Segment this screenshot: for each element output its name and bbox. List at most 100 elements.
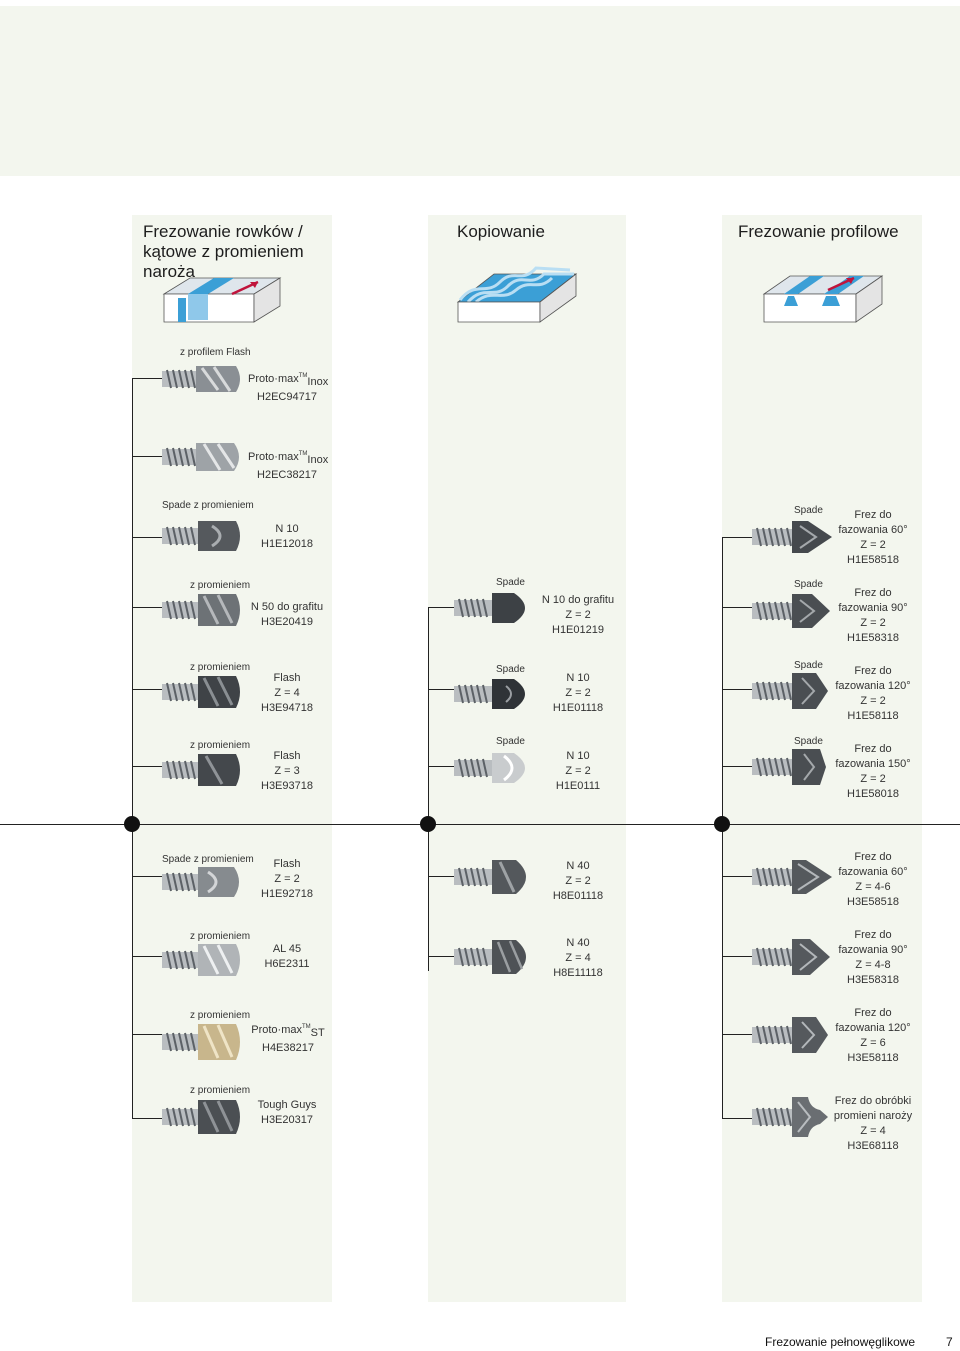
tick (132, 876, 162, 877)
tick (132, 1034, 162, 1035)
footer-section-title: Frezowanie pełnowęglikowe (765, 1335, 916, 1349)
cutter-image-h1e01118 (454, 679, 525, 709)
cutter-info-h3e58318: Frez do fazowania 90° Z = 4-8 H3E58318 (838, 929, 908, 986)
tick (132, 378, 162, 379)
cutter-image-h1e0111 (454, 753, 525, 783)
tick (722, 537, 752, 538)
cutter-info-h3e20317: Tough Guys H3E20317 (257, 1099, 317, 1126)
tick (722, 1118, 752, 1119)
tick (428, 876, 454, 877)
cutter-image-h3e20419 (162, 594, 240, 626)
tick (132, 1118, 162, 1119)
column-title-grooving: Frezowanie rowków / kątowe z promieniem … (143, 222, 304, 281)
cutter-info-h1e01219: N 10 do grafitu Z = 2 H1E01219 (541, 594, 615, 636)
cutter-image-h1e58318 (752, 594, 830, 628)
cutter-info-h1e92718: Flash Z = 2 H1E92718 (261, 858, 313, 900)
cutter-tag: z promieniem (190, 1085, 251, 1096)
main-divider-line (0, 824, 960, 825)
cutter-image-h2ec94717 (162, 366, 240, 392)
page-number: 7 (946, 1335, 953, 1349)
cutter-image-h1e58518 (752, 521, 832, 553)
cutter-tag: Spade (794, 660, 823, 671)
cutter-info-h3e58118: Frez do fazowania 120° Z = 6 H3E58118 (835, 1007, 911, 1064)
cutter-info-h3e93718: Flash Z = 3 H3E93718 (261, 750, 313, 792)
cutter-image-h6e2311 (162, 944, 240, 976)
cutter-info-h1e12018: N 10 H1E12018 (261, 523, 313, 550)
cutter-info-h1e58018: Frez do fazowania 150° Z = 2 H1E58018 (835, 743, 911, 800)
cutter-tag: Spade z promieniem (162, 500, 254, 511)
cutter-image-h1e92718 (162, 867, 239, 897)
column-copying-bg (428, 215, 626, 1302)
tick (722, 956, 752, 957)
profile-operation-icon (762, 275, 884, 323)
cutter-info-h4e38217: Proto·maxTMST H4E38217 (251, 1024, 325, 1054)
cutter-tag: z promieniem (190, 1010, 251, 1021)
col2-node-dot (420, 816, 436, 832)
tick (132, 766, 162, 767)
cutter-info-h8e01118: N 40 Z = 2 H8E01118 (552, 860, 604, 902)
cutter-image-h3e58318 (752, 939, 830, 975)
cutter-info-h2ec94717: Proto·maxTMInox H2EC94717 (248, 373, 329, 403)
col3-connector-lower (722, 824, 723, 1119)
cutter-info-h3e94718: Flash Z = 4 H3E94718 (261, 672, 313, 714)
tick (722, 876, 752, 877)
tick (428, 766, 454, 767)
tick (722, 766, 752, 767)
col2-connector-upper (428, 607, 429, 824)
cutter-info-h1e58118: Frez do fazowania 120° Z = 2 H1E58118 (835, 665, 911, 722)
col3-node-dot (714, 816, 730, 832)
tick (722, 689, 752, 690)
cutter-info-h1e58318: Frez do fazowania 90° Z = 2 H1E58318 (838, 587, 908, 644)
tick (132, 689, 162, 690)
cutter-info-h3e58518: Frez do fazowania 60° Z = 4-6 H3E58518 (838, 851, 908, 908)
cutter-image-h4e38217 (162, 1024, 240, 1060)
col1-connector-lower (132, 824, 133, 1119)
tick (722, 607, 752, 608)
cutter-info-h8e11118: N 40 Z = 4 H8E11118 (553, 937, 603, 979)
cutter-tag: Spade z promieniem (162, 854, 254, 865)
top-band (0, 6, 960, 176)
cutter-tag: Spade (496, 577, 525, 588)
cutter-tag: z promieniem (190, 580, 251, 591)
cutter-info-h6e2311: AL 45 H6E2311 (264, 943, 310, 970)
tick (428, 607, 454, 608)
cutter-info-h3e68118: Frez do obróbki promieni naroży Z = 4 H3… (833, 1095, 913, 1152)
cutter-image-h8e01118 (454, 860, 526, 894)
cutter-tag: z promieniem (190, 931, 251, 942)
tick (132, 607, 162, 608)
cutter-image-h1e12018 (162, 521, 240, 551)
cutter-image-h3e93718 (162, 754, 240, 786)
tick (132, 456, 162, 457)
grooving-operation-icon (162, 277, 282, 323)
col2-connector-lower (428, 824, 429, 971)
cutter-tag: Spade (496, 736, 525, 747)
cutter-image-h8e11118 (454, 940, 526, 974)
col1-connector-upper (132, 378, 133, 824)
tick (428, 956, 454, 957)
cutter-info-h1e01118: N 10 Z = 2 H1E01118 (552, 672, 604, 714)
cutter-tag: Spade (496, 664, 525, 675)
cutter-image-h3e58118 (752, 1017, 828, 1053)
copying-operation-icon (456, 266, 578, 323)
tick (132, 537, 162, 538)
tick (132, 956, 162, 957)
cutter-tag: Spade (794, 736, 823, 747)
column-title-profile: Frezowanie profilowe (738, 222, 899, 241)
group-label-flash: z profilem Flash (180, 347, 251, 358)
tick (722, 1034, 752, 1035)
cutter-tag: z promieniem (190, 740, 251, 751)
col1-node-dot (124, 816, 140, 832)
cutter-info-h1e58518: Frez do fazowania 60° Z = 2 H1E58518 (838, 509, 908, 566)
cutter-image-h3e20317 (162, 1100, 240, 1134)
cutter-image-h2ec38217 (162, 443, 239, 471)
cutter-image-h3e58518 (752, 860, 832, 894)
cutter-image-h3e68118 (752, 1097, 828, 1137)
cutter-tag: Spade (794, 505, 823, 516)
cutter-tag: Spade (794, 579, 823, 590)
column-title-copying: Kopiowanie (457, 222, 545, 241)
cutter-info-h3e20419: N 50 do grafitu H3E20419 (250, 601, 324, 628)
cutter-tag: z promieniem (190, 662, 251, 673)
cutter-info-h1e0111: N 10 Z = 2 H1E0111 (555, 750, 601, 792)
cutter-image-h1e01219 (454, 593, 525, 623)
col3-connector-upper (722, 537, 723, 824)
